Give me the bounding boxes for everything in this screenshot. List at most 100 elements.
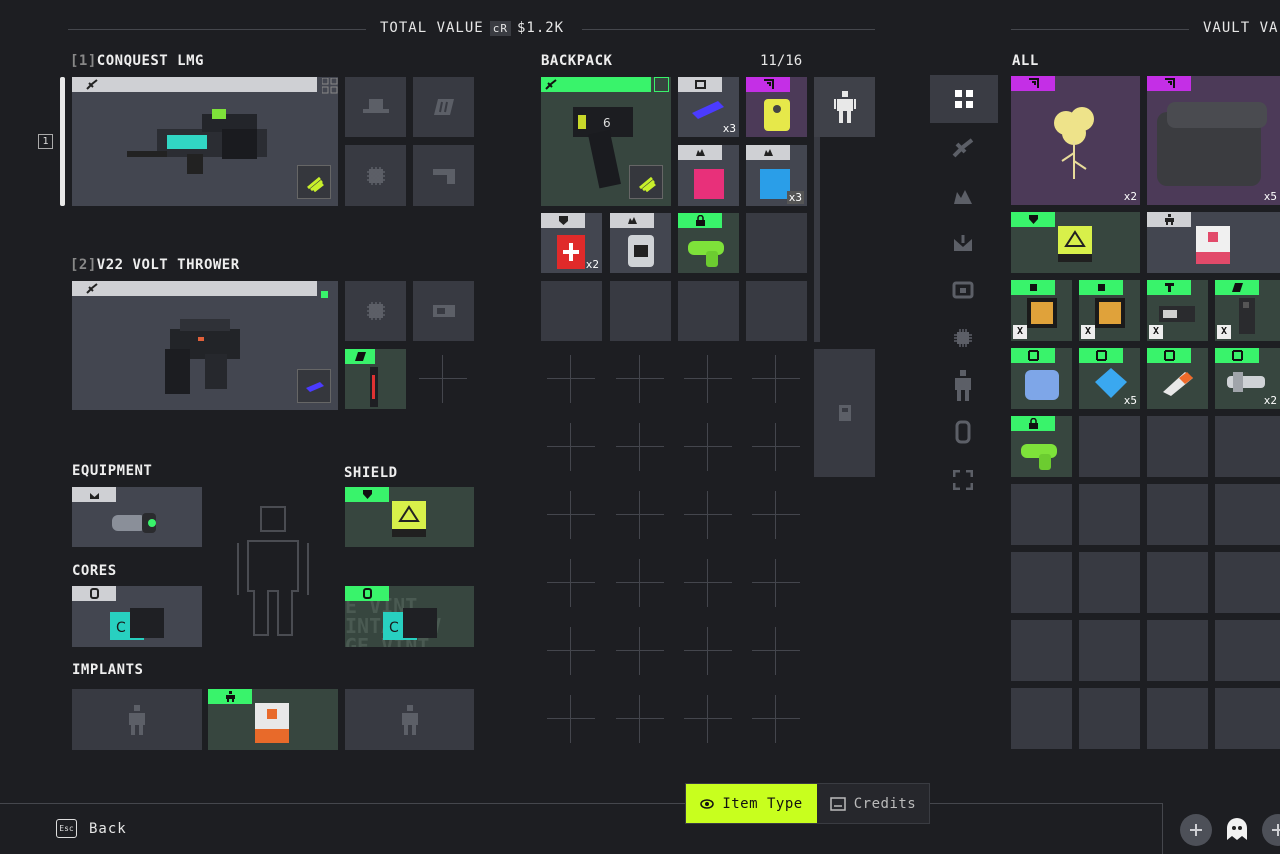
vault-empty-slot[interactable] bbox=[1011, 552, 1072, 613]
backpack-item-key[interactable] bbox=[678, 213, 739, 273]
vault-item-crystal[interactable]: x5 bbox=[1079, 348, 1140, 409]
filter-expand-button[interactable] bbox=[952, 469, 974, 494]
backpack-item-medkit[interactable]: x2 bbox=[541, 213, 602, 273]
ammo-icon bbox=[629, 165, 663, 199]
locked-slot bbox=[678, 417, 738, 477]
weapon-2-slot[interactable] bbox=[72, 281, 338, 410]
profile-button[interactable] bbox=[1224, 816, 1250, 842]
vault-item-implant[interactable] bbox=[1147, 212, 1280, 273]
backpack-empty-slot[interactable] bbox=[746, 281, 807, 341]
shield-slot[interactable] bbox=[345, 487, 474, 547]
flower-item-image bbox=[1054, 107, 1094, 179]
vault-item-material[interactable] bbox=[1011, 348, 1072, 409]
filter-implants-button[interactable] bbox=[953, 370, 973, 406]
vault-item-block[interactable]: x5 bbox=[1147, 76, 1280, 205]
vault-item-grip[interactable]: X bbox=[1215, 280, 1280, 341]
backpack-item-blue[interactable]: x3 bbox=[746, 145, 807, 206]
implant-slot-3[interactable] bbox=[345, 689, 474, 750]
vault-item-scope[interactable]: X bbox=[1147, 280, 1208, 341]
item-type-toggle[interactable]: Item Type bbox=[686, 784, 817, 823]
vault-item-capsule[interactable] bbox=[1147, 348, 1208, 409]
vault-item-chip-2[interactable]: X bbox=[1079, 280, 1140, 341]
backpack-empty-slot[interactable] bbox=[678, 281, 739, 341]
filter-weapons-button[interactable] bbox=[952, 138, 974, 162]
implant-slot-1[interactable] bbox=[72, 689, 202, 750]
grip-icon bbox=[1231, 283, 1243, 292]
weapon-1-slot[interactable] bbox=[72, 77, 338, 206]
vault-empty-slot[interactable] bbox=[1079, 688, 1140, 749]
vault-title: VAULT VA bbox=[1203, 20, 1279, 36]
vault-item-flower[interactable]: x2 bbox=[1011, 76, 1140, 205]
hat-icon bbox=[362, 99, 389, 113]
filter-equipment-button[interactable] bbox=[952, 233, 974, 257]
backpack-item-battery[interactable]: x3 bbox=[678, 77, 739, 137]
shield-tag bbox=[345, 487, 389, 502]
vault-empty-slot[interactable] bbox=[1147, 552, 1208, 613]
vault-empty-slot[interactable] bbox=[1215, 416, 1280, 477]
back-button[interactable]: Esc Back bbox=[56, 819, 127, 838]
vault-empty-slot[interactable] bbox=[1011, 484, 1072, 545]
vault-item-chip-1[interactable]: X bbox=[1011, 280, 1072, 341]
item-tag bbox=[678, 145, 722, 160]
credits-toggle[interactable]: Credits bbox=[817, 784, 929, 823]
backpack-body-slot[interactable] bbox=[814, 77, 875, 137]
vault-empty-slot[interactable] bbox=[1147, 416, 1208, 477]
backpack-empty-slot[interactable] bbox=[610, 281, 671, 341]
vault-empty-slot[interactable] bbox=[1147, 484, 1208, 545]
empty-mod-slot[interactable] bbox=[413, 349, 473, 409]
vault-empty-slot[interactable] bbox=[1147, 688, 1208, 749]
locked-slot bbox=[541, 689, 601, 749]
weapon-1-optic-slot[interactable] bbox=[345, 77, 406, 137]
backpack-empty-slot[interactable] bbox=[746, 213, 807, 273]
vault-empty-slot[interactable] bbox=[1079, 484, 1140, 545]
weapon-2-chip-slot[interactable] bbox=[345, 281, 406, 341]
equipment-slot[interactable] bbox=[72, 487, 202, 547]
add-button[interactable] bbox=[1180, 814, 1212, 846]
weapon-2-grip-slot[interactable] bbox=[345, 349, 406, 409]
vault-empty-slot[interactable] bbox=[1215, 688, 1280, 749]
backpack-extension-slot[interactable] bbox=[814, 349, 875, 477]
weapon-1-grip-slot[interactable] bbox=[413, 77, 474, 137]
weapon-1-magazine-slot[interactable] bbox=[413, 145, 474, 206]
weapon-2-battery-slot[interactable] bbox=[413, 281, 474, 341]
filter-cores-button[interactable] bbox=[954, 420, 972, 448]
core-slot-1[interactable]: C bbox=[72, 586, 202, 647]
vault-empty-slot[interactable] bbox=[1011, 688, 1072, 749]
vault-empty-slot[interactable] bbox=[1147, 620, 1208, 681]
locked-slot bbox=[746, 689, 806, 749]
implant-slot-2[interactable] bbox=[208, 689, 338, 750]
vault-empty-slot[interactable] bbox=[1079, 416, 1140, 477]
filter-salvage-button[interactable] bbox=[952, 186, 974, 210]
back-label: Back bbox=[89, 820, 127, 837]
vault-empty-slot[interactable] bbox=[1011, 620, 1072, 681]
vault-item-part[interactable]: x2 bbox=[1215, 348, 1280, 409]
backpack-weapon-slot[interactable]: 6 bbox=[541, 77, 671, 206]
battery-icon bbox=[952, 281, 974, 299]
vault-empty-slot[interactable] bbox=[1215, 484, 1280, 545]
implant-icon bbox=[955, 370, 971, 401]
vault-item-shield[interactable] bbox=[1011, 212, 1140, 273]
weapon-1-chip-slot[interactable] bbox=[345, 145, 406, 206]
footer-divider-vertical bbox=[1162, 803, 1163, 854]
item-tag bbox=[746, 145, 790, 160]
vault-empty-slot[interactable] bbox=[1079, 552, 1140, 613]
settings-button[interactable] bbox=[1262, 814, 1280, 846]
vault-empty-slot[interactable] bbox=[1079, 620, 1140, 681]
vault-empty-slot[interactable] bbox=[1215, 620, 1280, 681]
vault-item-key[interactable] bbox=[1011, 416, 1072, 477]
filter-chips-button[interactable] bbox=[952, 327, 974, 353]
backpack-item-canister[interactable] bbox=[610, 213, 671, 273]
backpack-item-pink[interactable] bbox=[678, 145, 739, 206]
filter-all-button[interactable] bbox=[930, 75, 998, 123]
locked-slot bbox=[678, 689, 738, 749]
vault-empty-slot[interactable] bbox=[1215, 552, 1280, 613]
item-tag bbox=[1215, 280, 1259, 295]
backpack-scrollbar[interactable] bbox=[814, 137, 820, 342]
filter-battery-button[interactable] bbox=[952, 280, 974, 304]
equipment-item-image bbox=[112, 513, 156, 533]
backpack-item-upgrade[interactable] bbox=[746, 77, 807, 137]
backpack-empty-slot[interactable] bbox=[541, 281, 602, 341]
item-tag bbox=[1011, 348, 1055, 363]
expand-icon bbox=[952, 469, 974, 491]
